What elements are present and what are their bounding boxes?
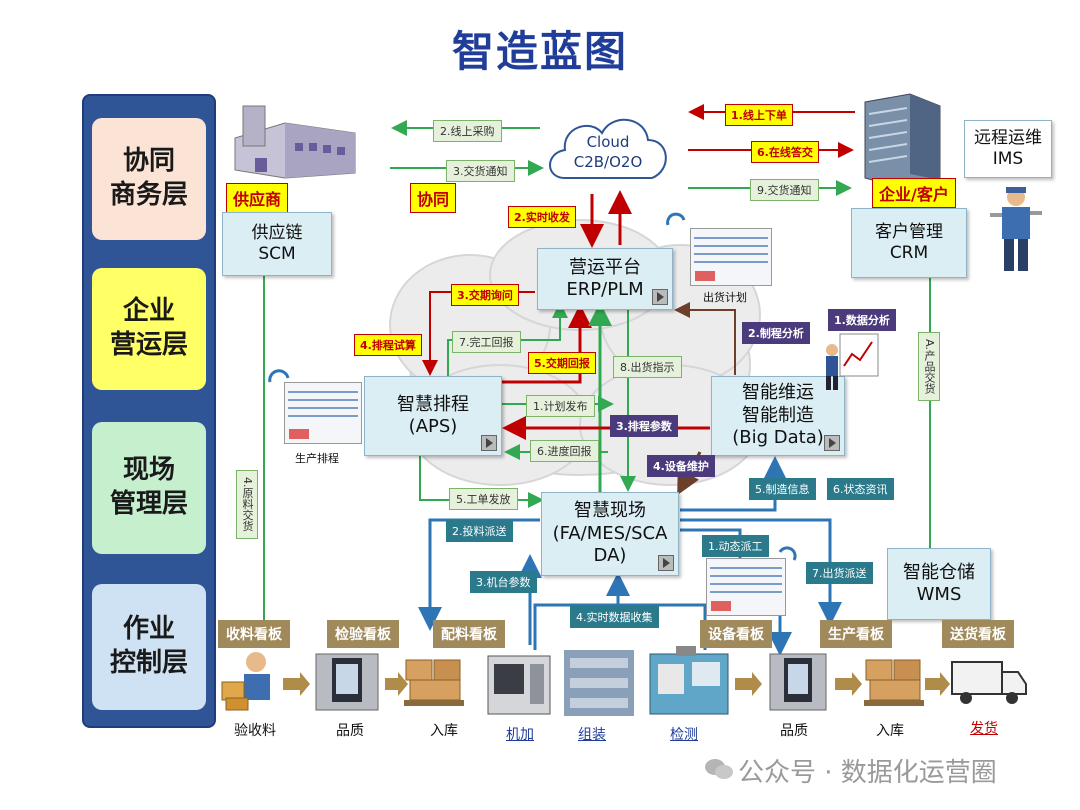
scm-label: 供应链 SCM (251, 222, 303, 264)
enterprise-tag: 企业/客户 (872, 178, 956, 208)
flow-label: A.产品交货 (918, 332, 940, 401)
flow-label: 5.制造信息 (749, 478, 816, 500)
flow-label: 2.线上采购 (433, 120, 502, 142)
erp-label: 营运平台 ERP/PLM (566, 256, 644, 301)
ship-plan-label: 出货计划 (703, 291, 747, 304)
aps-label: 智慧排程 (APS) (397, 393, 469, 438)
layer-collab-business: 协同 商务层 (92, 118, 206, 240)
mes-label: 智慧现场 (FA/MES/SCA DA) (552, 500, 668, 567)
flow-label: 3.机台参数 (470, 571, 537, 593)
cloud-icon (549, 118, 667, 179)
board-material[interactable]: 配料看板 (433, 620, 505, 648)
step-label: 入库 (876, 723, 904, 739)
scm-box[interactable]: 供应链 SCM (222, 212, 332, 276)
worker-boxes-icon (221, 652, 270, 711)
flow-label: 7.出货派送 (806, 562, 873, 584)
page-title: 智造蓝图 (451, 27, 628, 76)
prod-schedule-screen (284, 382, 362, 444)
flow-label: 6.进度回报 (530, 440, 599, 462)
wms-label: 智能仓储 WMS (903, 561, 975, 606)
flow-label: 1.动态派工 (702, 535, 769, 557)
flow-label: 2.实时收发 (508, 206, 576, 228)
flow-label: 3.交期询问 (451, 284, 519, 306)
layer-label: 现场 管理层 (109, 455, 188, 519)
flow-label: 2.投料派送 (446, 520, 513, 542)
layer-enterprise-ops: 企业 营运层 (92, 268, 206, 390)
flow-label: 4.原料交货 (236, 470, 258, 539)
flow-label: 3.排程参数 (610, 415, 678, 437)
layer-label: 协同 商务层 (109, 146, 188, 210)
crm-label: 客户管理 CRM (875, 221, 943, 263)
step-label[interactable]: 检测 (670, 727, 698, 743)
pallet-boxes-icon (404, 659, 464, 706)
cnc-machine-icon (487, 655, 551, 715)
board-receiving[interactable]: 收料看板 (218, 620, 290, 648)
scanner-station-icon (769, 653, 827, 711)
play-icon[interactable] (658, 555, 674, 571)
wechat-icon (705, 759, 733, 779)
bigdata-box[interactable]: 智能维运 智能制造 (Big Data) (711, 376, 845, 456)
play-icon[interactable] (481, 435, 497, 451)
flow-label: 1.计划发布 (526, 395, 595, 417)
flow-label: 3.交货通知 (446, 160, 515, 182)
board-inspection[interactable]: 检验看板 (327, 620, 399, 648)
assembly-line-icon (564, 650, 634, 716)
ims-box[interactable]: 远程运维 IMS (964, 120, 1052, 178)
flow-label: 5.交期回报 (528, 352, 596, 374)
step-label: 品质 (780, 723, 808, 739)
office-building-icon (864, 93, 941, 187)
delivery-truck-icon (951, 661, 1027, 704)
layer-panel: 协同 商务层 企业 营运层 现场 管理层 作业 控制层 (82, 94, 216, 728)
technician-icon (990, 187, 1042, 271)
ims-label: 远程运维 IMS (974, 127, 1042, 169)
play-icon[interactable] (652, 289, 668, 305)
ship-plan-screen (690, 228, 772, 286)
step-label: 品质 (336, 723, 364, 739)
flow-label: 1.线上下单 (725, 104, 793, 126)
flow-label: 6.在线答交 (751, 141, 819, 163)
play-icon[interactable] (824, 435, 840, 451)
step-label[interactable]: 机加 (506, 727, 534, 743)
layer-operation-control: 作业 控制层 (92, 584, 206, 710)
layer-label: 企业 营运层 (109, 296, 188, 360)
flow-label: 5.工单发放 (449, 488, 518, 510)
step-label: 验收料 (234, 723, 276, 739)
mes-box[interactable]: 智慧现场 (FA/MES/SCA DA) (541, 492, 679, 576)
pallet-boxes-icon (864, 659, 924, 706)
flow-label: 4.排程试算 (354, 334, 422, 356)
scanner-station-icon (315, 653, 379, 711)
layer-site-management: 现场 管理层 (92, 422, 206, 554)
step-label[interactable]: 组装 (578, 727, 606, 743)
flow-label: 1.数据分析 (828, 309, 896, 331)
board-delivery[interactable]: 送货看板 (942, 620, 1014, 648)
test-equipment-icon (649, 646, 729, 715)
board-equipment[interactable]: 设备看板 (700, 620, 772, 648)
erp-box[interactable]: 营运平台 ERP/PLM (537, 248, 673, 310)
flow-label: 6.状态资讯 (827, 478, 894, 500)
wms-box[interactable]: 智能仓储 WMS (887, 548, 991, 620)
flow-label: 4.实时数据收集 (570, 606, 659, 628)
flow-label: 7.完工回报 (452, 331, 521, 353)
cloud-label: Cloud C2B/O2O (573, 133, 643, 171)
prod-schedule-label: 生产排程 (295, 452, 339, 465)
watermark-text: 公众号 · 数据化运营圈 (738, 758, 997, 788)
flow-label: 2.制程分析 (742, 322, 810, 344)
step-label[interactable]: 发货 (970, 721, 998, 737)
factory-icon (234, 105, 356, 179)
flow-label: 8.出货指示 (613, 356, 682, 378)
board-production[interactable]: 生产看板 (820, 620, 892, 648)
analyst-icon (826, 333, 879, 390)
dispatch-screen (706, 558, 786, 616)
step-label: 入库 (430, 723, 458, 739)
collab-tag: 协同 (410, 183, 457, 213)
aps-box[interactable]: 智慧排程 (APS) (364, 376, 502, 456)
crm-box[interactable]: 客户管理 CRM (851, 208, 967, 278)
layer-label: 作业 控制层 (109, 614, 188, 678)
supplier-tag: 供应商 (226, 183, 289, 213)
bigdata-label: 智能维运 智能制造 (Big Data) (732, 382, 824, 449)
flow-label: 4.设备维护 (647, 455, 715, 477)
flow-label: 9.交货通知 (750, 179, 819, 201)
